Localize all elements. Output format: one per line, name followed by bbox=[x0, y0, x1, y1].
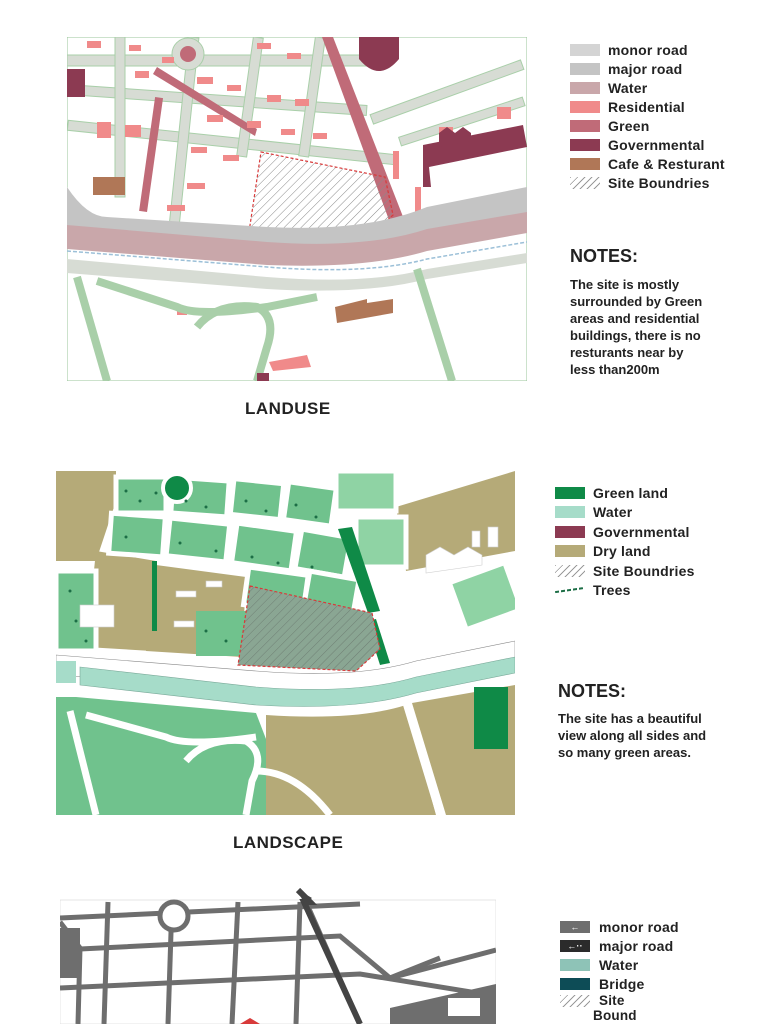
hatch-swatch bbox=[560, 995, 590, 1007]
legend-item-trees: Trees bbox=[555, 581, 695, 601]
dry-land-swatch bbox=[555, 545, 585, 558]
notes-line: so many green areas. bbox=[558, 745, 691, 760]
legend-item-governmental: Governmental bbox=[555, 522, 695, 542]
notes-line: areas and residential bbox=[570, 311, 700, 326]
green-land-swatch bbox=[555, 486, 585, 499]
hatch-swatch bbox=[570, 176, 600, 189]
bridge-swatch bbox=[560, 977, 590, 990]
residential-swatch bbox=[570, 100, 600, 113]
legend-item-governmental: Governmental bbox=[570, 135, 725, 154]
legend-item-cafe: Cafe & Resturant bbox=[570, 154, 725, 173]
major-road-swatch bbox=[570, 62, 600, 75]
legend-label: Bridge bbox=[599, 975, 645, 992]
legend-label: major road bbox=[608, 60, 683, 77]
legend-item-water: Water bbox=[570, 78, 725, 97]
green-swatch bbox=[570, 119, 600, 132]
legend-item-water: Water bbox=[560, 955, 679, 974]
landuse-notes-title: NOTES: bbox=[570, 246, 639, 266]
landuse-map bbox=[67, 37, 527, 381]
legend-label: monor road bbox=[599, 918, 679, 935]
legend-label: Governmental bbox=[593, 523, 690, 540]
major-road-arrow-swatch: ←·· bbox=[560, 939, 590, 952]
legend-label: major road bbox=[599, 937, 674, 954]
legend-label-wrap: Site Bound bbox=[593, 993, 637, 1023]
legend-label: Water bbox=[599, 956, 639, 973]
legend-item-water: Water bbox=[555, 503, 695, 523]
landscape-legend: Green land Water Governmental Dry land S… bbox=[555, 483, 695, 600]
legend-item-minor-road: monor road bbox=[570, 40, 725, 59]
minor-road-swatch bbox=[570, 43, 600, 56]
legend-label: Cafe & Resturant bbox=[608, 155, 725, 172]
legend-label: Green bbox=[608, 117, 650, 134]
water-swatch bbox=[555, 506, 585, 519]
legend-item-site-boundaries: Site Boundries bbox=[555, 561, 695, 581]
legend-item-major-road: major road bbox=[570, 59, 725, 78]
legend-label: Governmental bbox=[608, 136, 705, 153]
governmental-swatch bbox=[570, 138, 600, 151]
legend-item-minor-road: ← monor road bbox=[560, 917, 679, 936]
legend-item-site-boundaries: Site Boundries bbox=[570, 173, 725, 192]
legend-item-bridge: Bridge bbox=[560, 974, 679, 993]
legend-item-green: Green bbox=[570, 116, 725, 135]
trees-swatch bbox=[555, 584, 585, 596]
legend-label: Residential bbox=[608, 98, 685, 115]
landuse-caption: LANDUSE bbox=[245, 399, 331, 418]
notes-line: resturants near by bbox=[570, 345, 684, 360]
legend-label: Green land bbox=[593, 484, 669, 501]
legend-label: Site Boundries bbox=[593, 562, 695, 579]
legend-label: Site bbox=[599, 993, 625, 1008]
landscape-notes-title: NOTES: bbox=[558, 681, 627, 701]
cafe-swatch bbox=[570, 157, 600, 170]
legend-label: Dry land bbox=[593, 543, 651, 560]
notes-line: surrounded by Green bbox=[570, 294, 703, 309]
roads-legend: ← monor road ←·· major road Water Bridge S… bbox=[560, 917, 679, 1027]
water-swatch bbox=[560, 958, 590, 971]
landuse-legend: monor road major road Water Residential … bbox=[570, 40, 725, 192]
water-swatch bbox=[570, 81, 600, 94]
roads-map bbox=[60, 888, 496, 1024]
landscape-map bbox=[56, 471, 515, 815]
legend-item-site-boundaries: Site Bound bbox=[560, 993, 679, 1027]
legend-label: Water bbox=[593, 504, 633, 521]
legend-item-residential: Residential bbox=[570, 97, 725, 116]
minor-road-arrow-swatch: ← bbox=[560, 920, 590, 933]
notes-line: view along all sides and bbox=[558, 728, 707, 743]
legend-label: Trees bbox=[593, 582, 631, 599]
landscape-notes-body: The site has a beautiful view along all … bbox=[558, 710, 748, 761]
legend-item-green-land: Green land bbox=[555, 483, 695, 503]
landscape-caption: LANDSCAPE bbox=[233, 833, 344, 852]
legend-item-dry-land: Dry land bbox=[555, 542, 695, 562]
legend-label: monor road bbox=[608, 41, 688, 58]
legend-label-line2: Bound bbox=[593, 1008, 637, 1023]
legend-item-major-road: ←·· major road bbox=[560, 936, 679, 955]
notes-line: buildings, there is no bbox=[570, 328, 701, 343]
notes-line: less than200m bbox=[570, 362, 660, 377]
hatch-swatch bbox=[555, 564, 585, 577]
legend-label: Site Boundries bbox=[608, 174, 710, 191]
governmental-swatch bbox=[555, 525, 585, 538]
notes-line: The site is mostly bbox=[570, 277, 680, 292]
notes-line: The site has a beautiful bbox=[558, 711, 702, 726]
legend-label: Water bbox=[608, 79, 648, 96]
landuse-notes-body: The site is mostly surrounded by Green a… bbox=[570, 276, 750, 378]
